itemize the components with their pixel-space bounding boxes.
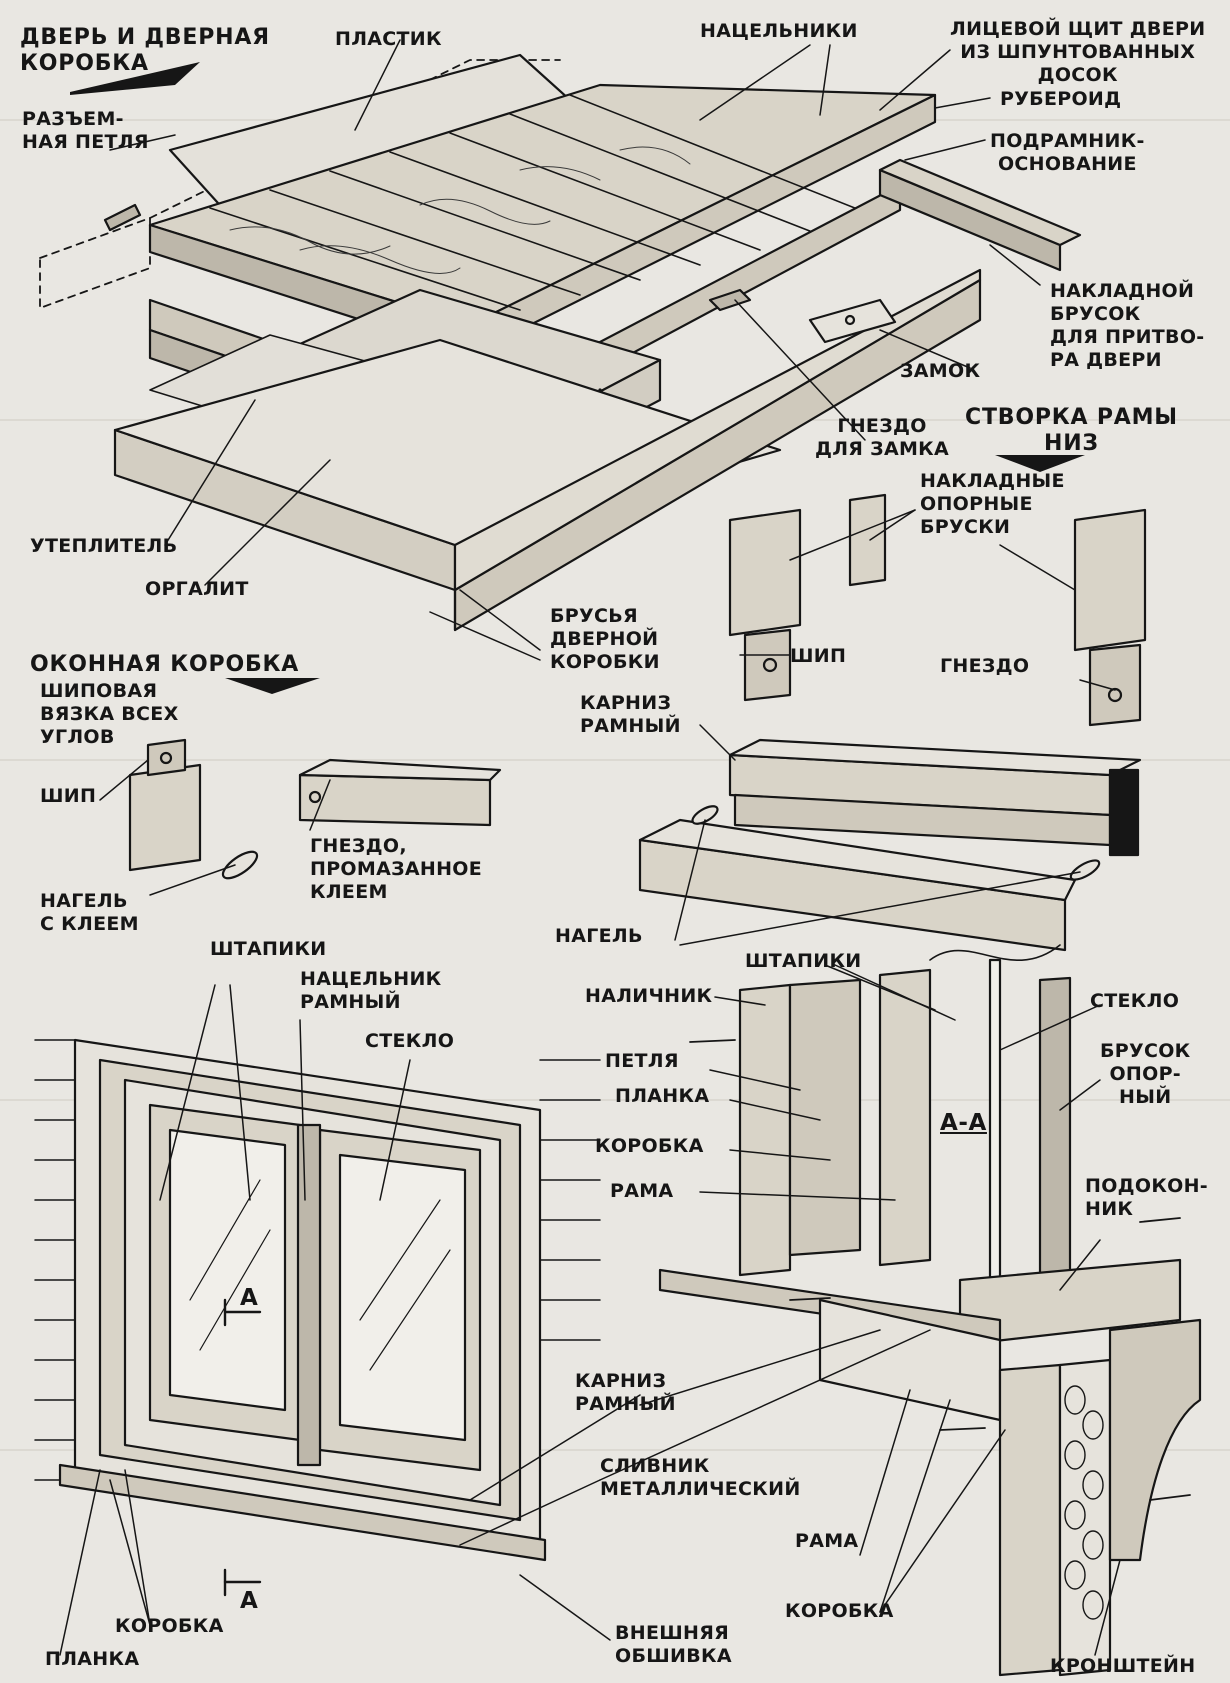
door-frame-bars-label: БРУСЬЯ ДВЕРНОЙ КОРОБКИ bbox=[550, 605, 660, 673]
plastic-label: ПЛАСТИК bbox=[335, 28, 442, 50]
glass-right-label: СТЕКЛО bbox=[1090, 990, 1180, 1012]
casing-label: НАЛИЧНИК bbox=[585, 985, 713, 1007]
nest-right-label: ГНЕЗДО bbox=[940, 655, 1030, 677]
removable-hinge-label: РАЗЪЕМ- НАЯ ПЕТЛЯ bbox=[22, 108, 149, 153]
leader-lines bbox=[59, 39, 1121, 1656]
support-bar-label: БРУСОК ОПОР- НЫЙ bbox=[1100, 1040, 1191, 1108]
section-mark-lower: А bbox=[240, 1588, 259, 1614]
lock-nest bbox=[708, 288, 752, 312]
orgalit-label: ОРГАЛИТ bbox=[145, 578, 249, 600]
door-board-lines bbox=[209, 94, 881, 311]
door-header-arrow bbox=[70, 62, 200, 95]
section-casing bbox=[738, 983, 792, 1277]
removable-hinge bbox=[103, 203, 142, 232]
glass-left-label: СТЕКЛО bbox=[365, 1030, 455, 1052]
section-insulation-cells bbox=[1064, 1385, 1104, 1620]
sill-label: ПОДОКОН- НИК bbox=[1085, 1175, 1208, 1220]
overlay-support-bars-label: НАКЛАДНЫЕ ОПОРНЫЕ БРУСКИ bbox=[920, 470, 1065, 538]
support-bar-left bbox=[728, 508, 802, 637]
wall-siding-lines bbox=[34, 1039, 601, 1481]
window-box-header-label: ОКОННАЯ КОРОБКА bbox=[30, 652, 300, 677]
tenon-right-label: ШИП bbox=[790, 645, 847, 667]
glass-left bbox=[168, 1128, 287, 1412]
metal-drip bbox=[58, 1463, 547, 1562]
sash-header-label: СТВОРКА РАМЫ НИЗ bbox=[965, 405, 1178, 456]
window-box-header-arrow bbox=[225, 678, 320, 694]
section-glass bbox=[988, 958, 1002, 1292]
window-front bbox=[34, 1038, 601, 1597]
frame-bottom-label: РАМА bbox=[795, 1530, 859, 1552]
frame-right-label: РАМА bbox=[610, 1180, 674, 1202]
tenon-joint-label: ШИПОВАЯ ВЯЗКА ВСЕХ УГЛОВ bbox=[40, 680, 179, 748]
insulation-label: УТЕПЛИТЕЛЬ bbox=[30, 535, 178, 557]
window-joint bbox=[128, 738, 502, 880]
glue-dowel bbox=[221, 850, 259, 880]
subframe-label: ПОДРАМНИК- ОСНОВАНИЕ bbox=[990, 130, 1145, 175]
door-assembly bbox=[39, 53, 1082, 632]
bracket-label: КРОНШТЕЙН bbox=[1050, 1655, 1196, 1677]
frame-nalichnik-strip bbox=[296, 1123, 322, 1467]
lock-label: ЗАМОК bbox=[900, 360, 981, 382]
section-aa-label: А-А bbox=[940, 1110, 987, 1136]
door-header-label: ДВЕРЬ И ДВЕРНАЯ КОРОБКА bbox=[20, 25, 270, 76]
sash-header-arrow bbox=[995, 455, 1085, 472]
door-face-label: ЛИЦЕВОЙ ЩИТ ДВЕРИ ИЗ ШПУНТОВАННЫХ ДОСОК bbox=[950, 18, 1206, 86]
strip-right-label: ПЛАНКА bbox=[615, 1085, 710, 1107]
lock-nest-label: ГНЕЗДО ДЛЯ ЗАМКА bbox=[815, 415, 949, 460]
section-mark-upper: А bbox=[240, 1285, 259, 1311]
section-bracket bbox=[1108, 1318, 1202, 1562]
support-bar-right bbox=[1073, 508, 1147, 652]
nest-glued-label: ГНЕЗДО, ПРОМАЗАННОЕ КЛЕЕМ bbox=[310, 835, 483, 903]
wood-grain bbox=[229, 146, 691, 274]
cladding-label: ВНЕШНЯЯ ОБШИВКА bbox=[615, 1622, 732, 1667]
drip-label: СЛИВНИК МЕТАЛЛИЧЕСКИЙ bbox=[600, 1455, 801, 1500]
dowel-label: НАГЕЛЬ bbox=[555, 925, 643, 947]
ruberoid-label: РУБЕРОИД bbox=[1000, 88, 1122, 110]
strip-bottom-left-label: ПЛАНКА bbox=[45, 1648, 140, 1670]
overlay-bar-label: НАКЛАДНОЙ БРУСОК ДЛЯ ПРИТВО- РА ДВЕРИ bbox=[1050, 280, 1205, 371]
tenon-left-label: ШИП bbox=[40, 785, 97, 807]
section-marks bbox=[223, 1298, 262, 1597]
cornice-top-label: КАРНИЗ РАМНЫЙ bbox=[580, 692, 681, 737]
glazing-beads-right-label: ШТАПИКИ bbox=[745, 950, 862, 972]
nalichniki-label: НАЦЕЛЬНИКИ bbox=[700, 20, 858, 42]
glass-right bbox=[338, 1153, 467, 1442]
dowels bbox=[691, 805, 1101, 881]
dowel-glue-label: НАГЕЛЬ С КЛЕЕМ bbox=[40, 890, 139, 935]
glazing-beads-left-label: ШТАПИКИ bbox=[210, 938, 327, 960]
glass-glints bbox=[189, 1179, 451, 1371]
box-bottom-left-label: КОРОБКА bbox=[115, 1615, 224, 1637]
section-box bbox=[788, 978, 862, 1257]
section-nails bbox=[689, 1039, 1191, 1501]
section-aa bbox=[658, 944, 1202, 1677]
dashed-outline bbox=[39, 217, 151, 309]
hinge-label: ПЕТЛЯ bbox=[605, 1050, 679, 1072]
box-right-label: КОРОБКА bbox=[595, 1135, 704, 1157]
frame-nalichnik-label: НАЦЕЛЬНИК РАМНЫЙ bbox=[300, 968, 442, 1013]
cornice-bottom-label: КАРНИЗ РАМНЫЙ bbox=[575, 1370, 676, 1415]
lock bbox=[808, 298, 897, 344]
sash-assembly bbox=[638, 493, 1147, 952]
section-wall bbox=[998, 1363, 1062, 1677]
section-frame bbox=[878, 968, 932, 1267]
tenon-piece bbox=[128, 763, 202, 872]
box-bottom-right-label: КОРОБКА bbox=[785, 1600, 894, 1622]
support-bar-mid bbox=[848, 493, 887, 587]
